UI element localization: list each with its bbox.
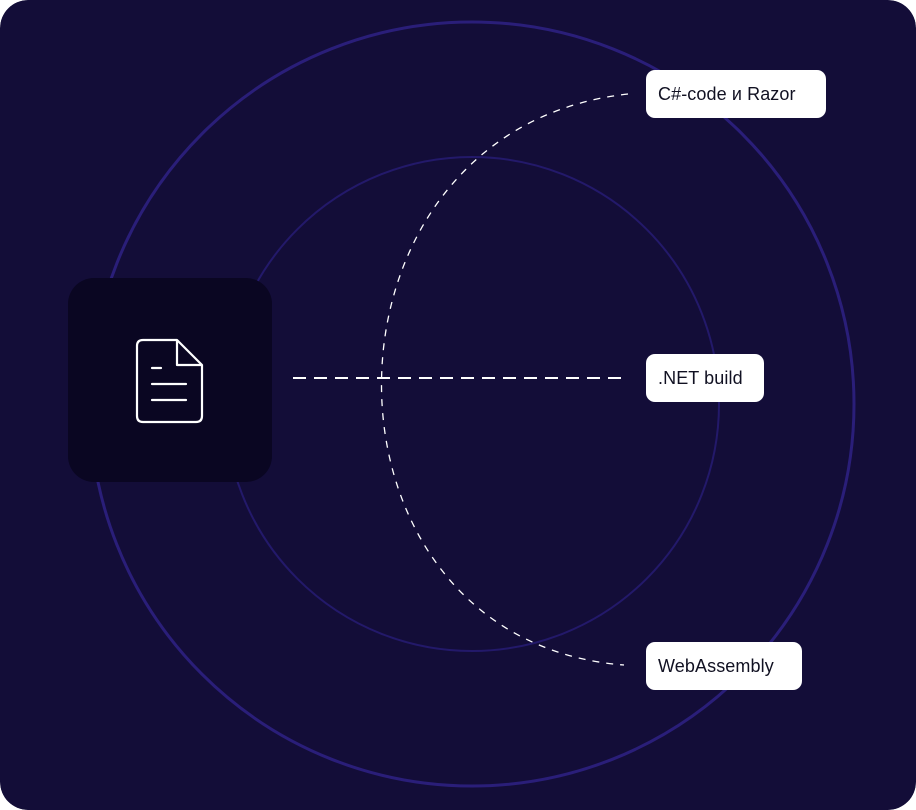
curved-connector (381, 93, 629, 666)
label-net-build: .NET build (646, 354, 764, 402)
document-icon (135, 338, 204, 424)
label-csharp-razor: C#-code и Razor (646, 70, 826, 118)
label-csharp-razor-text: C#-code и Razor (658, 83, 796, 104)
label-net-build-text: .NET build (658, 367, 743, 388)
label-webassembly: WebAssembly (646, 642, 802, 690)
label-webassembly-text: WebAssembly (658, 655, 774, 676)
document-tile (68, 278, 272, 482)
